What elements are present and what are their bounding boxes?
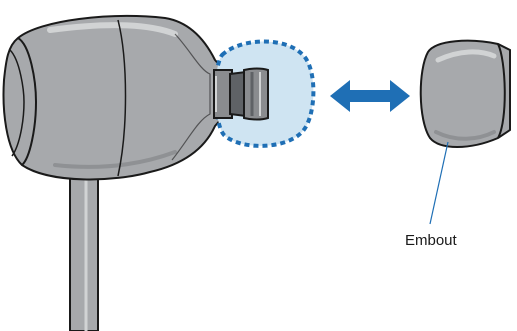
double-arrow-icon [330,80,410,112]
callout-leader [429,141,449,225]
earphone-nozzle-icon [213,67,269,121]
eartip-label: Embout [405,232,458,249]
cable [69,174,99,331]
eartip-icon [419,39,511,148]
earphone-body-icon [2,15,223,181]
